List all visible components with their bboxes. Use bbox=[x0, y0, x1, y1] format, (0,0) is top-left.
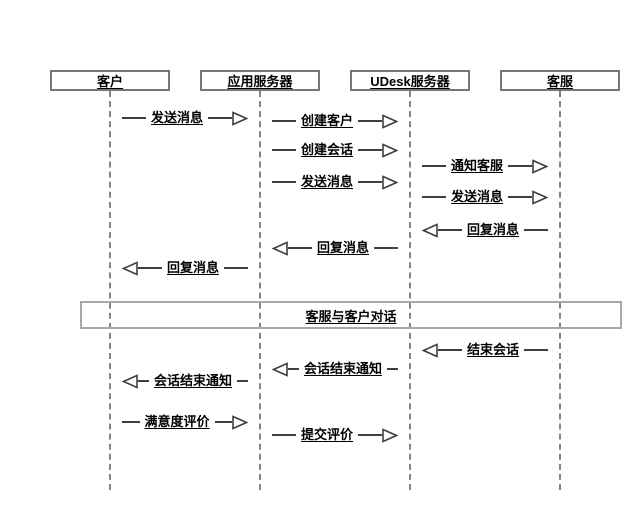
message-arrow: 满意度评价 bbox=[122, 410, 249, 434]
arrowhead-right-icon bbox=[382, 174, 399, 190]
actor-box-agent: 客服 bbox=[500, 70, 620, 91]
message-line bbox=[138, 380, 149, 382]
message-label: 会话结束通知 bbox=[304, 360, 383, 376]
dialog-note-box: 客服与客户对话 bbox=[80, 301, 622, 329]
message-line bbox=[122, 117, 146, 119]
message-arrow: 结束会话 bbox=[422, 338, 549, 362]
actor-box-customer: 客户 bbox=[50, 70, 170, 91]
dialog-note-label: 客服与客户对话 bbox=[305, 308, 397, 324]
message-label: 提交评价 bbox=[301, 426, 354, 442]
message-line bbox=[358, 149, 383, 151]
message-line bbox=[358, 434, 383, 436]
message-label: 创建会话 bbox=[301, 141, 354, 157]
arrowhead-left-icon bbox=[272, 361, 288, 377]
arrowhead-left-icon bbox=[422, 342, 438, 358]
message-label: 回复消息 bbox=[317, 239, 370, 255]
lifeline-customer bbox=[109, 91, 111, 490]
message-line bbox=[524, 349, 549, 351]
message-label: 会话结束通知 bbox=[154, 372, 233, 388]
message-arrow: 创建客户 bbox=[272, 109, 399, 133]
lifeline-agent bbox=[559, 91, 561, 490]
message-line bbox=[272, 149, 296, 151]
message-line bbox=[237, 380, 249, 382]
message-arrow: 通知客服 bbox=[422, 154, 549, 178]
message-line bbox=[422, 165, 446, 167]
message-arrow: 回复消息 bbox=[272, 236, 399, 260]
actor-label-agent: 客服 bbox=[546, 74, 573, 89]
message-line bbox=[272, 434, 296, 436]
message-label: 发送消息 bbox=[301, 173, 354, 189]
arrowhead-right-icon bbox=[382, 142, 399, 158]
message-line bbox=[138, 267, 162, 269]
message-label: 创建客户 bbox=[301, 112, 354, 128]
message-line bbox=[438, 229, 462, 231]
message-label: 满意度评价 bbox=[144, 413, 210, 429]
message-arrow: 回复消息 bbox=[422, 218, 549, 242]
message-arrow: 创建会话 bbox=[272, 138, 399, 162]
message-line bbox=[288, 368, 299, 370]
message-line bbox=[224, 267, 249, 269]
message-line bbox=[422, 196, 446, 198]
message-label: 发送消息 bbox=[451, 188, 504, 204]
message-label: 回复消息 bbox=[167, 259, 220, 275]
message-arrow: 会话结束通知 bbox=[122, 369, 249, 393]
arrowhead-right-icon bbox=[232, 110, 249, 126]
arrowhead-right-icon bbox=[532, 158, 549, 174]
message-arrow: 回复消息 bbox=[122, 256, 249, 280]
message-arrow: 发送消息 bbox=[272, 170, 399, 194]
message-arrow: 会话结束通知 bbox=[272, 357, 399, 381]
message-arrow: 发送消息 bbox=[422, 185, 549, 209]
message-line bbox=[508, 165, 533, 167]
message-line bbox=[272, 181, 296, 183]
arrowhead-left-icon bbox=[122, 373, 138, 389]
arrowhead-right-icon bbox=[532, 189, 549, 205]
arrowhead-left-icon bbox=[272, 240, 288, 256]
message-line bbox=[214, 421, 233, 423]
arrowhead-left-icon bbox=[122, 260, 138, 276]
message-line bbox=[358, 181, 383, 183]
message-line bbox=[208, 117, 233, 119]
actor-label-udesk-server: UDesk服务器 bbox=[370, 74, 450, 89]
message-label: 通知客服 bbox=[451, 157, 504, 173]
message-label: 回复消息 bbox=[467, 221, 520, 237]
message-line bbox=[122, 421, 140, 423]
message-label: 结束会话 bbox=[467, 341, 520, 357]
actor-label-customer: 客户 bbox=[96, 74, 123, 89]
message-line bbox=[374, 247, 399, 249]
message-line bbox=[288, 247, 312, 249]
actor-label-app-server: 应用服务器 bbox=[227, 74, 293, 89]
arrowhead-right-icon bbox=[232, 414, 249, 430]
message-line bbox=[508, 196, 533, 198]
lifeline-app-server bbox=[259, 91, 261, 490]
arrowhead-right-icon bbox=[382, 113, 399, 129]
message-line bbox=[387, 368, 399, 370]
message-arrow: 提交评价 bbox=[272, 423, 399, 447]
actor-box-app-server: 应用服务器 bbox=[200, 70, 320, 91]
message-label: 发送消息 bbox=[151, 109, 204, 125]
lifeline-udesk-server bbox=[409, 91, 411, 490]
arrowhead-left-icon bbox=[422, 222, 438, 238]
arrowhead-right-icon bbox=[382, 427, 399, 443]
message-line bbox=[358, 120, 383, 122]
message-line bbox=[438, 349, 462, 351]
message-line bbox=[524, 229, 549, 231]
message-line bbox=[272, 120, 296, 122]
actor-box-udesk-server: UDesk服务器 bbox=[350, 70, 470, 91]
message-arrow: 发送消息 bbox=[122, 106, 249, 130]
